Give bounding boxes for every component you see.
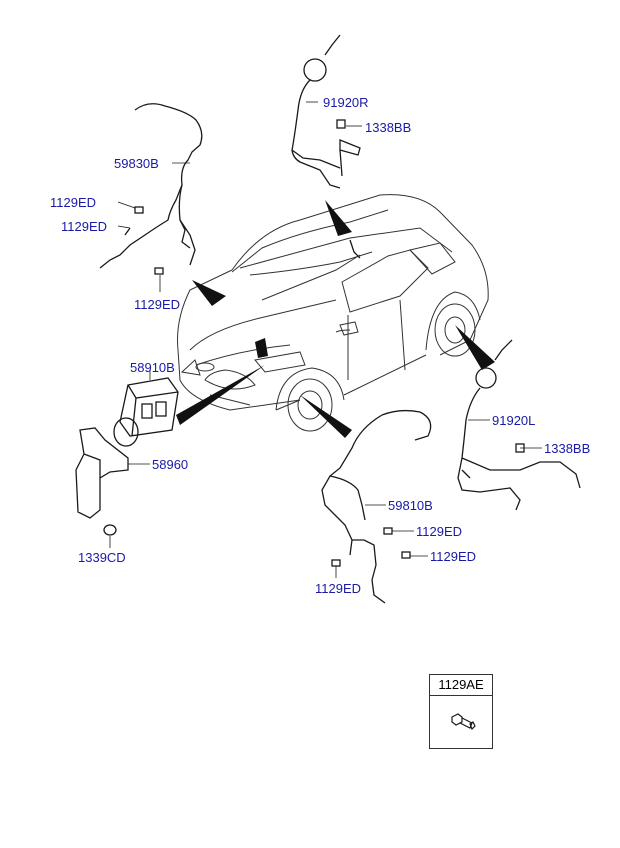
sensor-91920L — [457, 339, 581, 511]
arrow-front-right-wheel — [192, 280, 226, 306]
pointer-arrows — [176, 200, 495, 438]
label-91920L[interactable]: 91920L — [492, 413, 536, 428]
label-1129ED-d[interactable]: 1129ED — [416, 524, 463, 539]
sensor-59830B — [99, 103, 203, 275]
label-1338BB-right[interactable]: 1338BB — [544, 441, 591, 456]
sensor-marks — [255, 338, 268, 358]
arrow-rear-left — [455, 325, 495, 370]
label-1129ED-a[interactable]: 1129ED — [50, 195, 97, 210]
sensor-59810B — [321, 409, 432, 604]
label-1129ED-b[interactable]: 1129ED — [61, 219, 108, 234]
legend-code[interactable]: 1129AE — [430, 675, 492, 696]
label-59810B[interactable]: 59810B — [388, 498, 433, 513]
arrow-front-left — [300, 395, 352, 438]
abs-unit-58910B — [113, 377, 179, 447]
bracket-58960 — [75, 427, 129, 536]
label-59830B[interactable]: 59830B — [114, 156, 159, 171]
label-1129ED-e[interactable]: 1129ED — [430, 549, 477, 564]
label-1129ED-f[interactable]: 1129ED — [315, 581, 362, 596]
legend-box: 1129AE — [429, 674, 493, 749]
label-58960[interactable]: 58960 — [152, 457, 189, 472]
sensor-91920R — [291, 34, 361, 259]
bolt-icon — [451, 713, 476, 731]
label-1339CD[interactable]: 1339CD — [78, 550, 126, 565]
label-1129ED-c[interactable]: 1129ED — [134, 297, 181, 312]
label-58910B[interactable]: 58910B — [130, 360, 175, 375]
label-91920R[interactable]: 91920R — [323, 95, 369, 110]
arrow-rear-right — [325, 200, 352, 236]
arrow-abs-unit — [176, 365, 265, 425]
leader-lines — [109, 101, 542, 578]
label-1338BB-top[interactable]: 1338BB — [365, 120, 412, 135]
car-outline — [177, 194, 489, 432]
